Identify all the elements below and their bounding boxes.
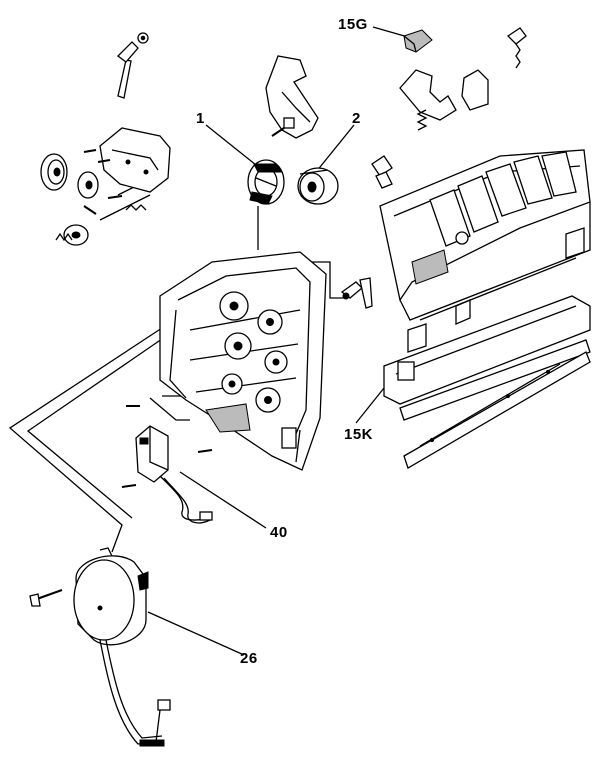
callout-1: 1	[196, 110, 205, 127]
part-26-motor	[29, 547, 171, 747]
part-40-switch	[121, 405, 213, 524]
lever-part	[117, 32, 149, 99]
part-15k-rail	[383, 227, 591, 469]
small-latch	[340, 277, 373, 309]
cam-bracket	[265, 55, 319, 139]
paper-guide-assembly	[379, 149, 591, 321]
gear-cluster	[40, 127, 171, 246]
part-15g-clip	[403, 29, 433, 53]
callout-15g: 15G	[338, 16, 368, 33]
part-1-spool	[247, 159, 285, 205]
spring-parts	[371, 27, 527, 189]
callout-40: 40	[270, 524, 288, 541]
callout-15k: 15K	[344, 426, 374, 443]
part-2-roller	[297, 167, 339, 205]
main-chassis	[159, 251, 327, 471]
callout-2: 2	[352, 110, 361, 127]
callout-26: 26	[240, 650, 258, 667]
